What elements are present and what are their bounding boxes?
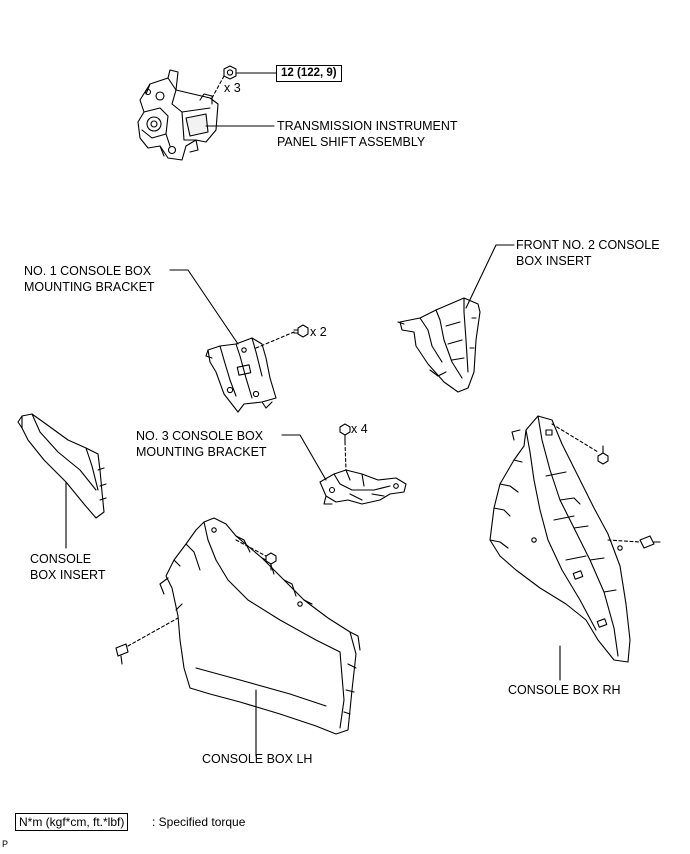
legend-description: : Specified torque [152, 815, 246, 829]
front-no2-insert-drawing [397, 297, 481, 393]
label-line: CONSOLE [30, 552, 92, 566]
label-front-no2-console-box-insert: FRONT NO. 2 CONSOLE BOX INSERT [516, 237, 660, 269]
transmission-shift-assembly-drawing [137, 69, 219, 161]
label-transmission-shift-assembly: TRANSMISSION INSTRUMENT PANEL SHIFT ASSE… [277, 118, 458, 150]
rh-clip-drawing [639, 535, 661, 549]
label-no1-console-box-mounting-bracket: NO. 1 CONSOLE BOX MOUNTING BRACKET [24, 263, 155, 295]
shift-nut-drawing [223, 65, 237, 80]
no1-bracket-drawing [205, 337, 277, 413]
label-line: BOX INSERT [516, 254, 592, 268]
label-line: MOUNTING BRACKET [24, 280, 155, 294]
label-line: BOX INSERT [30, 568, 106, 582]
console-box-insert-drawing [17, 413, 107, 519]
torque-value-box: 12 (122, 9) [276, 65, 342, 82]
console-box-rh-drawing [489, 415, 631, 663]
rh-bolt-upper-drawing [597, 445, 609, 465]
shift-nut-quantity: x 3 [224, 81, 241, 95]
label-line: FRONT NO. 2 CONSOLE [516, 238, 660, 252]
bracket1-bolt-drawing [293, 324, 309, 338]
label-console-box-rh: CONSOLE BOX RH [508, 683, 621, 697]
bracket1-bolt-quantity: x 2 [310, 325, 327, 339]
legend-unit-key: N*m (kgf*cm, ft.*lbf) [15, 813, 129, 831]
torque-value: 12 (122, 9) [281, 67, 337, 79]
label-line: NO. 1 CONSOLE BOX [24, 264, 152, 278]
bracket3-bolt-quantity: x 4 [351, 422, 368, 436]
console-box-lh-drawing [159, 517, 361, 735]
label-line: MOUNTING BRACKET [136, 445, 267, 459]
bracket3-bolt-drawing [339, 423, 351, 443]
no3-bracket-drawing [319, 469, 407, 505]
lh-bolt-drawing [265, 552, 277, 571]
label-console-box-lh: CONSOLE BOX LH [202, 752, 313, 766]
lh-clip-drawing [115, 643, 129, 665]
corner-mark: P [2, 839, 9, 849]
label-line: PANEL SHIFT ASSEMBLY [277, 135, 426, 149]
label-console-box-insert: CONSOLE BOX INSERT [30, 551, 116, 583]
label-line: TRANSMISSION INSTRUMENT [277, 119, 458, 133]
label-line: NO. 3 CONSOLE BOX [136, 429, 264, 443]
label-no3-console-box-mounting-bracket: NO. 3 CONSOLE BOX MOUNTING BRACKET [136, 428, 267, 460]
